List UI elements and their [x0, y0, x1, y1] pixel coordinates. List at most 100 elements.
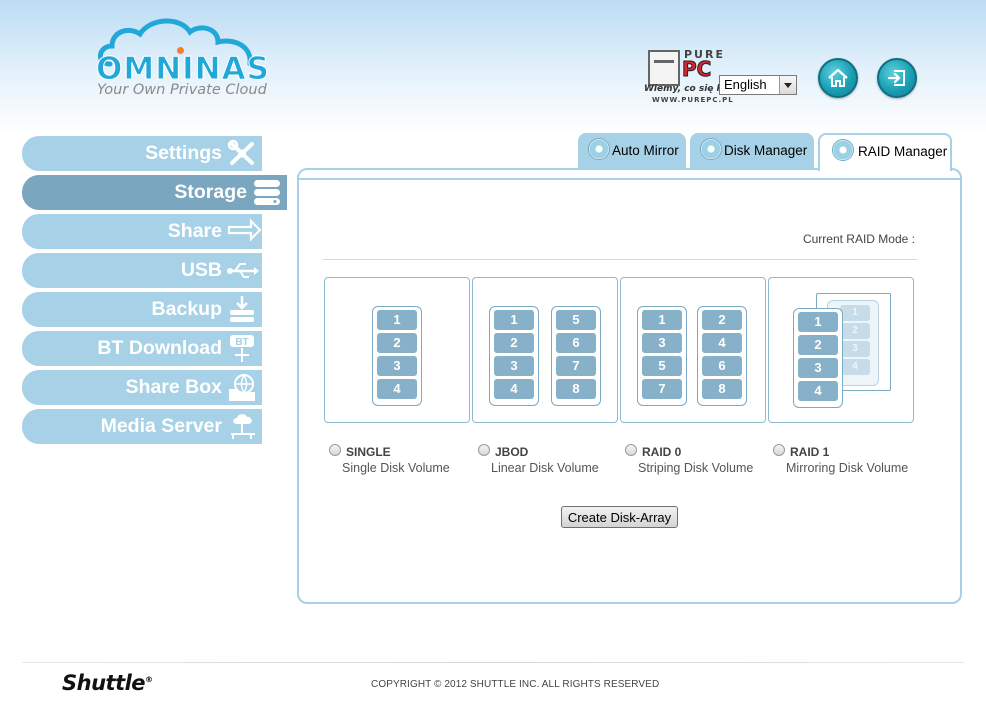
sidebar-item-bt-download[interactable]: BT Download BT	[22, 331, 262, 366]
disk-slot: 3	[377, 356, 417, 376]
sidebar-nav: Settings Storage Share USB Backup	[22, 136, 288, 448]
current-raid-mode-label: Current RAID Mode :	[802, 232, 915, 246]
backup-icon	[230, 296, 254, 322]
sidebar-item-share[interactable]: Share	[22, 214, 262, 249]
svg-text:BT: BT	[235, 337, 248, 348]
radio-raid1[interactable]	[773, 444, 785, 456]
shuttle-wordmark: Shuttle	[62, 671, 146, 695]
option-title: RAID 1	[790, 445, 830, 459]
sidebar-item-label: Share Box	[125, 376, 222, 398]
sidebar-item-label: Backup	[151, 298, 222, 320]
sidebar-item-label: Storage	[174, 181, 247, 203]
disk-slot: 7	[556, 356, 596, 376]
sidebar-item-backup[interactable]: Backup	[22, 292, 262, 327]
disk-slot: 1	[642, 310, 682, 330]
radio-single[interactable]	[329, 444, 341, 456]
disk-slot: 7	[642, 379, 682, 399]
watermark-pc: PC	[681, 57, 712, 81]
tab-label: Disk Manager	[724, 143, 808, 158]
language-select[interactable]: English	[719, 75, 797, 95]
sidebar-item-share-box[interactable]: Share Box	[22, 370, 262, 405]
tab-auto-mirror[interactable]: Auto Mirror	[578, 133, 686, 170]
disk-slot: 8	[702, 379, 742, 399]
disk-slot: 6	[702, 356, 742, 376]
language-value: English	[724, 77, 767, 92]
disk-slot: 1	[377, 310, 417, 330]
disk-icon	[700, 138, 722, 160]
bt-download-icon: BT	[230, 335, 254, 362]
option-desc: Striping Disk Volume	[638, 461, 754, 475]
disk-slot: 4	[798, 381, 838, 401]
logo-dot	[177, 47, 184, 54]
sidebar-item-label: Settings	[145, 142, 222, 164]
disk-slot: 1	[840, 305, 870, 321]
disk-slot: 2	[840, 323, 870, 339]
disk-column: 1 2 3 4	[372, 306, 422, 406]
chevron-down-icon[interactable]	[779, 76, 796, 94]
shuttle-logo: Shuttle®	[62, 671, 153, 695]
divider	[323, 259, 917, 260]
sidebar-item-label: Media Server	[100, 415, 222, 437]
tools-icon	[227, 139, 254, 165]
disk-slot: 1	[494, 310, 534, 330]
tab-raid-manager[interactable]: RAID Manager	[818, 133, 952, 171]
disk-slot: 1	[798, 312, 838, 332]
disk-icon	[832, 139, 854, 161]
watermark-slogan: Wiemy, co się kręci	[644, 84, 742, 94]
logout-icon	[887, 70, 905, 86]
disk-column: 5 6 7 8	[551, 306, 601, 406]
logo-wordmark: OMNINAS	[96, 51, 270, 87]
raid-diagram-jbod: 1 2 3 4 5 6 7 8	[472, 277, 618, 423]
option-title: RAID 0	[642, 445, 682, 459]
disk-slot: 3	[840, 341, 870, 357]
home-button[interactable]	[818, 58, 858, 98]
sidebar-item-settings[interactable]: Settings	[22, 136, 262, 171]
option-desc: Mirroring Disk Volume	[786, 461, 909, 475]
footer-divider	[22, 662, 964, 663]
tab-label: RAID Manager	[858, 144, 948, 159]
disk-slot: 5	[642, 356, 682, 376]
cloud-icon	[98, 18, 253, 67]
purepc-watermark: PURE PC Wiemy, co się kręci WWW.PUREPC.P…	[644, 46, 742, 108]
disk-slot: 3	[494, 356, 534, 376]
disk-column: 1 2 3 4	[793, 308, 843, 408]
media-server-icon	[231, 414, 255, 439]
disk-slot: 4	[494, 379, 534, 399]
radio-jbod[interactable]	[478, 444, 490, 456]
sidebar-item-label: BT Download	[97, 337, 222, 359]
raid-diagram-raid1: 1 2 3 4 1 2 3 4	[768, 277, 914, 423]
panel-header-bar	[299, 170, 960, 180]
disk-slot: 5	[556, 310, 596, 330]
registered-mark: ®	[145, 675, 153, 684]
sidebar-item-storage[interactable]: Storage	[22, 175, 287, 210]
copyright-text: COPYRIGHT © 2012 SHUTTLE INC. ALL RIGHTS…	[371, 679, 660, 690]
disk-slot: 2	[798, 335, 838, 355]
disk-slot: 2	[377, 333, 417, 353]
tab-label: Auto Mirror	[612, 143, 679, 158]
radio-raid0[interactable]	[625, 444, 637, 456]
sidebar-item-usb[interactable]: USB	[22, 253, 262, 288]
disk-column: 1 3 5 7	[637, 306, 687, 406]
storage-icon	[254, 180, 280, 205]
raid-diagram-single: 1 2 3 4	[324, 277, 470, 423]
create-disk-array-button[interactable]: Create Disk-Array	[561, 506, 678, 528]
usb-icon	[227, 263, 259, 278]
option-title: SINGLE	[346, 445, 391, 459]
disk-slot: 6	[556, 333, 596, 353]
disk-slot: 4	[377, 379, 417, 399]
disk-column: 1 2 3 4	[489, 306, 539, 406]
sidebar-item-media-server[interactable]: Media Server	[22, 409, 262, 444]
tab-disk-manager[interactable]: Disk Manager	[690, 133, 814, 170]
sidebar-item-label: Share	[167, 220, 222, 242]
disk-icon	[588, 138, 610, 160]
disk-column: 2 4 6 8	[697, 306, 747, 406]
share-arrows-icon	[227, 218, 261, 242]
disk-slot: 4	[840, 359, 870, 375]
omninas-logo: OMNINAS Your Own Private Cloud	[92, 16, 270, 104]
option-desc: Linear Disk Volume	[491, 461, 599, 475]
disk-slot: 3	[642, 333, 682, 353]
logout-button[interactable]	[877, 58, 917, 98]
watermark-box-icon	[648, 50, 680, 86]
watermark-url: WWW.PUREPC.PL	[652, 96, 734, 104]
disk-slot: 2	[494, 333, 534, 353]
